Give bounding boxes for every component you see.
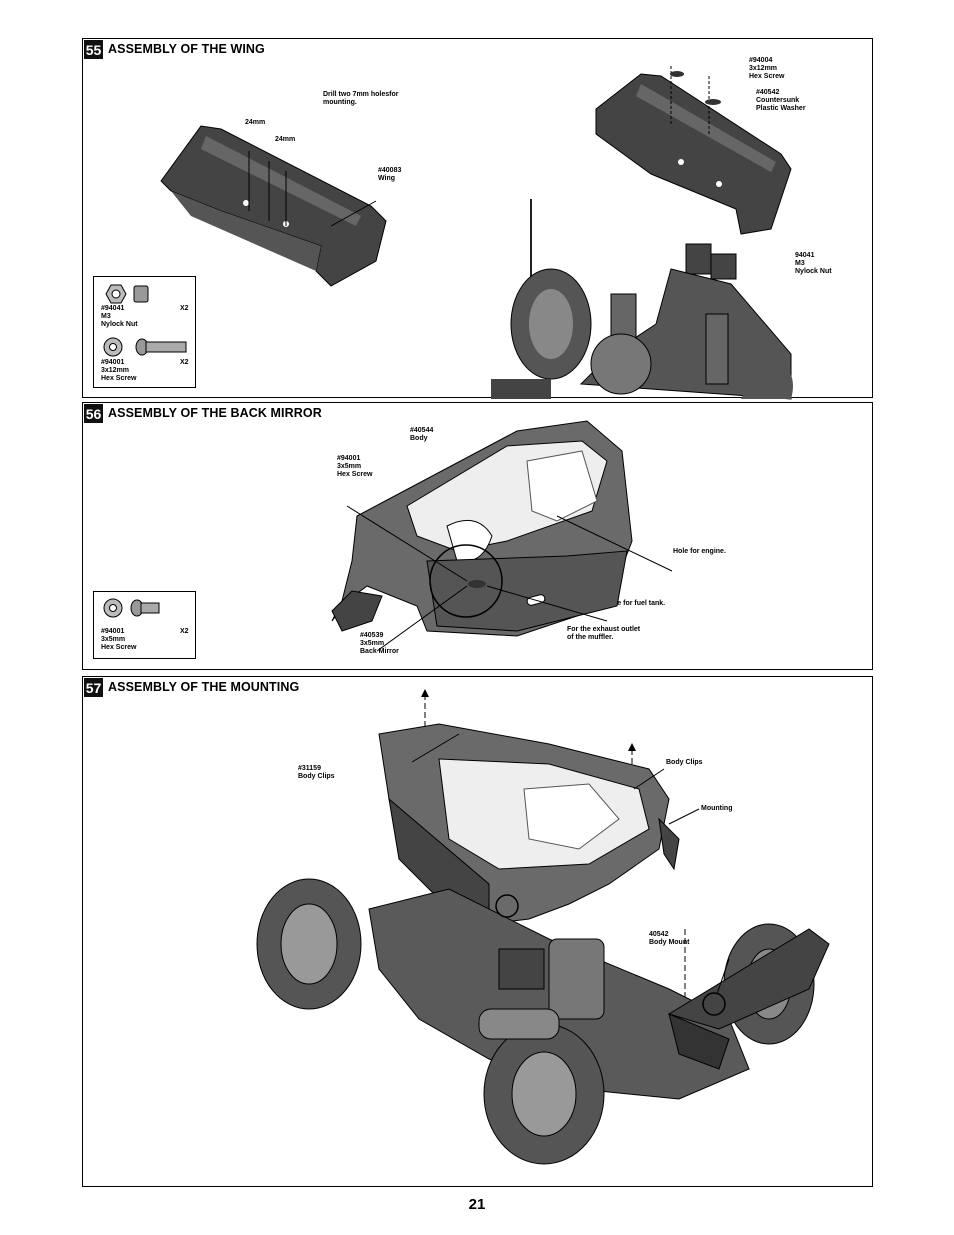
part-label: #94001 3x5mm Hex Screw <box>101 628 137 651</box>
mirror-label: #40539 3x5mm Back Mirror <box>360 632 399 655</box>
mounting-label: Mounting <box>701 805 733 812</box>
dimension-label: 24mm <box>245 119 266 126</box>
exhaust-label: For the exhaust outlet of the muffler. <box>567 626 641 641</box>
nylock-nut-icon <box>105 284 149 304</box>
step-number: 57 <box>84 678 103 697</box>
mounting-illustration <box>256 689 830 1165</box>
body-clips-label: #31159 Body Clips <box>298 765 335 780</box>
part-label: #94001 3x12mm Hex Screw <box>101 359 137 382</box>
part-quantity: X2 <box>180 628 189 635</box>
washer-icon <box>103 598 160 618</box>
step-55-panel: 55 ASSEMBLY OF THE WING Drill two 7mm ho… <box>82 38 873 400</box>
hex-screw-icon <box>103 337 187 357</box>
dimension-label: 24mm <box>275 136 296 143</box>
part-quantity: X2 <box>180 305 189 312</box>
step-title: ASSEMBLY OF THE WING <box>108 42 265 56</box>
body-mount-label: 40542 Body Mount <box>649 931 690 946</box>
body-clips-label: Body Clips <box>666 759 703 766</box>
step-56-panel: 56 ASSEMBLY OF THE BACK MIRROR #40544 Bo… <box>82 402 873 670</box>
screw-label: #94001 3x5mm Hex Screw <box>337 455 373 478</box>
part-label: #94041 M3 Nylock Nut <box>101 305 138 328</box>
page-number: 21 <box>468 1196 486 1213</box>
chassis-wing-illustration <box>491 66 793 400</box>
parts-box: #94041 M3 Nylock Nut X2 #94001 3x12mm He… <box>93 276 196 388</box>
step-number: 55 <box>84 40 103 59</box>
body-illustration <box>331 420 673 652</box>
engine-hole-label: Hole for engine. <box>673 548 726 555</box>
step-title: ASSEMBLY OF THE BACK MIRROR <box>108 406 322 420</box>
screw-label: #94004 3x12mm Hex Screw <box>749 57 785 80</box>
parts-box: #94001 3x5mm Hex Screw X2 <box>93 591 196 659</box>
wing-label: #40083 Wing <box>378 167 402 182</box>
wing-illustration <box>160 125 387 287</box>
step-number: 56 <box>84 404 103 423</box>
nut-label: 94041 M3 Nylock Nut <box>795 252 832 275</box>
body-label: #40544 Body <box>410 427 434 442</box>
part-quantity: X2 <box>180 359 189 366</box>
step-title: ASSEMBLY OF THE MOUNTING <box>108 680 300 694</box>
step-57-panel: 57 ASSEMBLY OF THE MOUNTING #31159 Body … <box>82 676 873 1187</box>
drill-note: Drill two 7mm holesfor mounting. <box>323 91 399 106</box>
washer-label: #40542 Countersunk Plastic Washer <box>756 89 806 112</box>
